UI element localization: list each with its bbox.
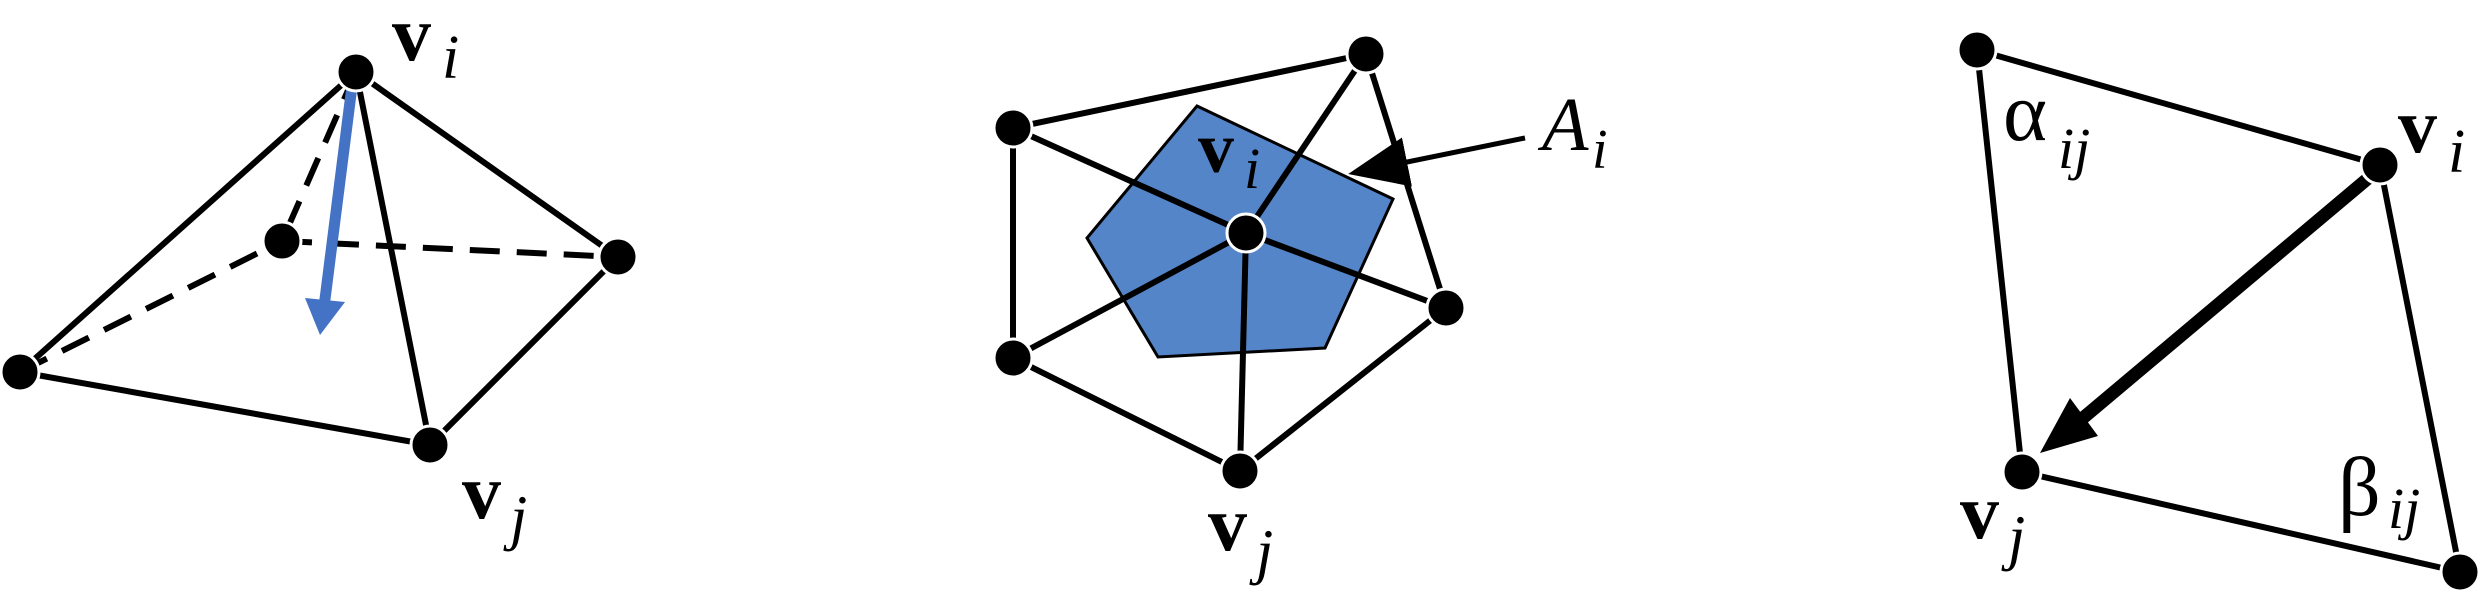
vertex-dot <box>597 236 639 278</box>
vertex-dot <box>992 337 1034 379</box>
normal-arrow-head <box>305 298 345 335</box>
angle-label-alpha-subscript: ij <box>2058 116 2090 181</box>
vertex-label-vj-subscript: j <box>503 484 527 552</box>
vertex-dot <box>261 220 303 262</box>
edge <box>1011 125 1248 236</box>
edge <box>1976 47 2381 168</box>
vertex-label-vi: v <box>1198 108 1234 188</box>
area-pointer-arrow <box>1348 135 1526 187</box>
edge <box>427 254 621 448</box>
vertex-dot <box>992 107 1034 149</box>
edge <box>18 69 358 375</box>
vertex-label-vi-subscript: i <box>2448 118 2465 186</box>
vertex-label-vi: v <box>2398 82 2437 169</box>
vertex-dot <box>1225 212 1267 254</box>
vertex-label-vj: v <box>1960 468 1999 555</box>
edge <box>1011 355 1242 474</box>
vertex-label-vj-subscript: j <box>2001 504 2025 572</box>
edge <box>2377 164 2463 573</box>
edge <box>1012 51 1367 131</box>
edge <box>1974 49 2025 473</box>
vertex-dot <box>1956 29 1998 71</box>
edge <box>353 71 433 446</box>
dashed-edge <box>281 238 619 260</box>
vertex-dot <box>2439 551 2481 593</box>
vertex-dot <box>1219 450 1261 492</box>
left-panel-pyramid: v i v j <box>0 0 639 552</box>
edge <box>1363 53 1449 309</box>
vertex-label-vj: v <box>1208 480 1247 567</box>
vertex-dot <box>1345 33 1387 75</box>
edge-vector-arrow <box>2078 170 2377 423</box>
edge <box>2021 469 2461 575</box>
vertex-label-vi: v <box>392 0 431 77</box>
vertex-dot <box>409 424 451 466</box>
middle-panel-one-ring: v i v j A i <box>992 33 1608 586</box>
edge-vector-arrow-head <box>2040 398 2098 453</box>
vertex-dot <box>0 351 41 393</box>
vertex-dot <box>335 51 377 93</box>
angle-label-beta-subscript: ij <box>2388 476 2420 541</box>
angle-label-alpha: α <box>2003 66 2047 159</box>
edge <box>1237 232 1249 472</box>
edge <box>1238 305 1448 474</box>
edge <box>1244 230 1448 311</box>
vertex-dot <box>1425 287 1467 329</box>
edge <box>354 69 620 260</box>
edge <box>1243 52 1369 235</box>
edge <box>1011 230 1248 361</box>
right-panel-cotangent: v i v j α ij β ij <box>1956 29 2481 593</box>
dashed-edge <box>18 238 284 375</box>
vertex-label-vj: v <box>462 448 501 535</box>
normal-arrow <box>317 77 359 316</box>
vertex-label-vi-subscript: i <box>1244 136 1260 201</box>
edge <box>19 369 431 448</box>
angle-label-beta: β <box>2338 441 2381 534</box>
vertex-dot <box>2001 451 2043 493</box>
vertex-label-vj-subscript: j <box>1249 518 1273 586</box>
dashed-edge <box>279 70 359 243</box>
area-label-subscript: i <box>1592 119 1608 181</box>
vertex-dot <box>2359 144 2401 186</box>
area-label: A <box>1537 83 1589 167</box>
vertex-label-vi-subscript: i <box>442 24 459 92</box>
